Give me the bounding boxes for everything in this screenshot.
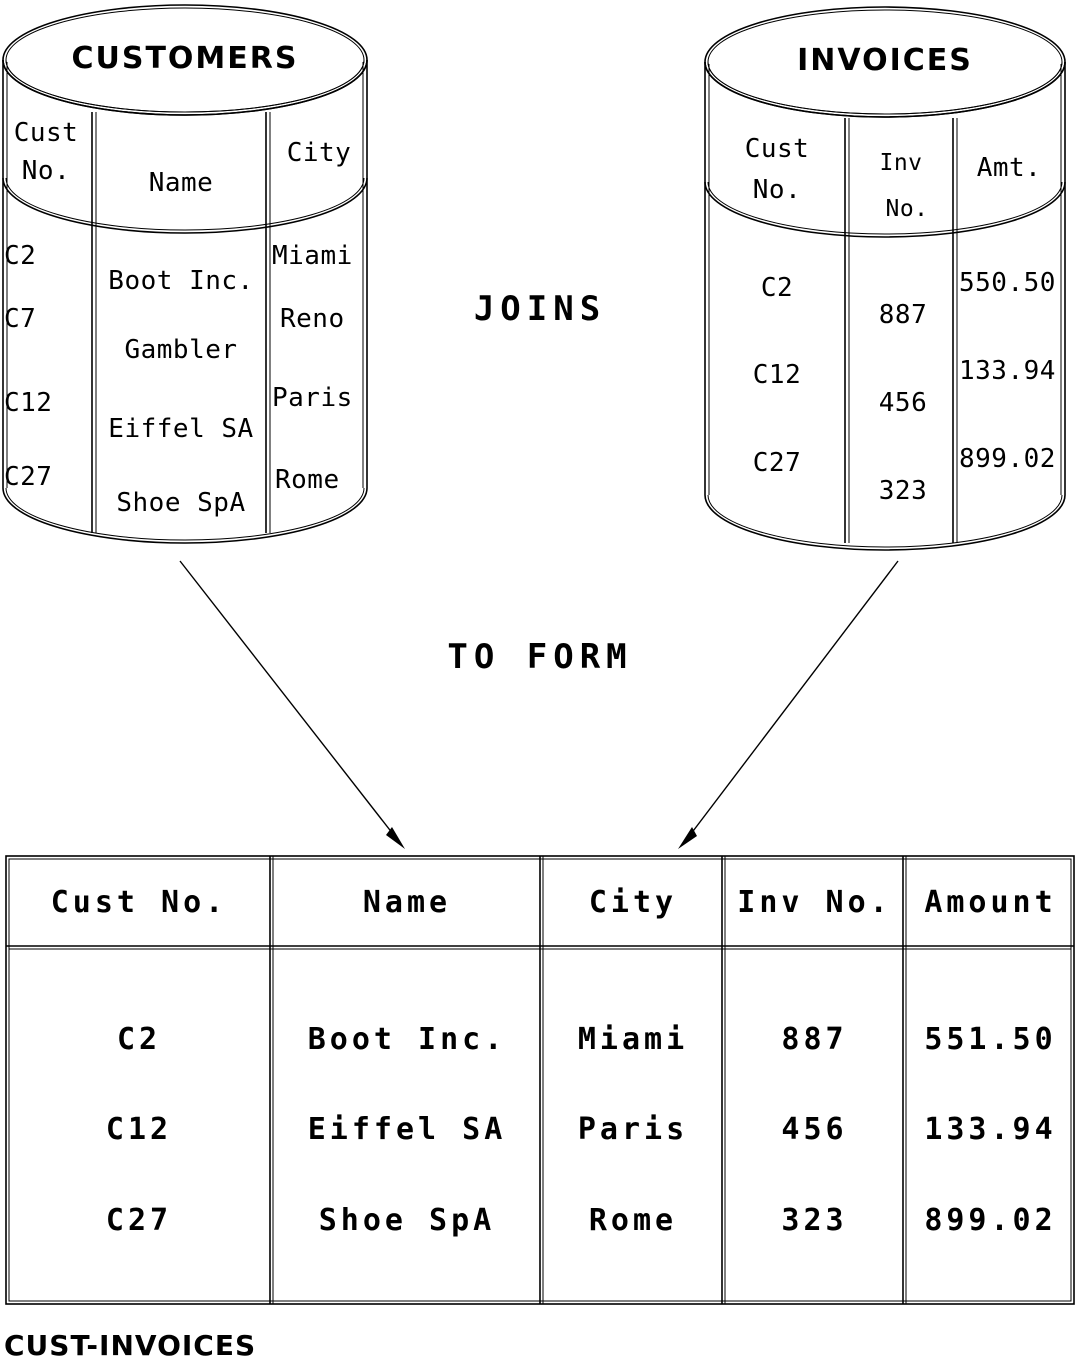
invoices-band-rim	[704, 181, 1066, 238]
customers-top-front-rim	[2, 59, 368, 116]
invoices-top-front-rim	[704, 61, 1066, 118]
customers-row-3-name: Shoe SpA	[116, 488, 246, 518]
customers-row-3-city: Rome	[275, 465, 340, 495]
arrow-right-shaft	[683, 560, 899, 844]
result-row-2-inv-no: 323	[781, 1203, 848, 1238]
customers-title: CUSTOMERS	[71, 41, 299, 76]
customers-row-0-city: Miami	[272, 241, 353, 271]
caption-joins: JOINS	[473, 289, 607, 329]
invoices-header-custno-line2: No.	[752, 175, 802, 205]
result-row-1-cust-no: C12	[105, 1112, 173, 1147]
arrow-left-head	[386, 827, 405, 849]
result-row-2-city: Rome	[588, 1203, 678, 1238]
customers-header-custno-line2: No.	[21, 156, 71, 186]
result-row-0-amount: 551.50	[924, 1022, 1057, 1057]
invoices-title: INVOICES	[797, 43, 973, 78]
caption-to-form: TO FORM	[447, 637, 633, 677]
customers-row-0-custno: C2	[4, 241, 37, 271]
invoices-row-0-invno: 887	[878, 300, 928, 330]
result-header-city: City	[588, 885, 678, 920]
invoices-header-amt: Amt.	[976, 153, 1042, 183]
customers-row-1-name: Gambler	[124, 335, 238, 365]
customers-row-3-custno: C27	[4, 462, 53, 492]
customers-bottom-arc	[2, 487, 368, 544]
invoices-row-0-amt: 550.50	[959, 268, 1056, 298]
arrow-customers-to-result	[179, 560, 405, 849]
customers-row-1-city: Reno	[280, 304, 345, 334]
result-row-0-inv-no: 887	[781, 1022, 848, 1057]
invoices-header-custno-line1: Cust	[744, 134, 810, 164]
invoices-row-1-amt: 133.94	[959, 356, 1056, 386]
result-row-1-inv-no: 456	[781, 1112, 848, 1147]
result-row-0-name: Boot Inc.	[307, 1022, 507, 1057]
result-header-cust-no: Cust No.	[50, 885, 228, 920]
result-row-1-name: Eiffel SA	[307, 1112, 507, 1147]
result-row-0-city: Miami	[577, 1022, 689, 1057]
customers-band-rim	[2, 177, 368, 234]
invoices-row-1-custno: C12	[752, 360, 802, 390]
customers-header-city: City	[286, 138, 352, 168]
customers-header-custno-line1: Cust	[13, 118, 79, 148]
invoices-row-0-custno: C2	[760, 273, 794, 303]
customers-row-1-custno: C7	[4, 304, 37, 334]
invoices-row-2-invno: 323	[878, 476, 928, 506]
customers-cylinder-shape	[2, 4, 368, 544]
result-row-2-cust-no: C27	[105, 1203, 173, 1238]
result-header-inv-no: Inv No.	[737, 885, 892, 920]
customers-row-0-name: Boot Inc.	[108, 266, 254, 296]
result-row-1-amount: 133.94	[924, 1112, 1057, 1147]
invoices-bottom-arc	[704, 494, 1066, 551]
invoices-header-invno-line2: No.	[885, 196, 929, 222]
result-row-2-amount: 899.02	[924, 1203, 1057, 1238]
result-table-grid	[5, 855, 1075, 1305]
result-header-amount: Amount	[924, 885, 1057, 920]
invoices-row-2-custno: C27	[752, 448, 802, 478]
arrow-left-shaft	[179, 560, 401, 844]
customers-row-2-city: Paris	[272, 383, 353, 413]
customers-header-name: Name	[148, 168, 214, 198]
arrow-invoices-to-result	[678, 560, 899, 849]
result-table-label: CUST-INVOICES	[4, 1329, 257, 1362]
invoices-header-invno-line1: Inv	[879, 150, 923, 176]
result-row-0-cust-no: C2	[116, 1022, 162, 1057]
invoices-row-2-amt: 899.02	[959, 444, 1056, 474]
result-row-2-name: Shoe SpA	[318, 1203, 496, 1238]
customers-row-2-custno: C12	[4, 388, 53, 418]
result-row-1-city: Paris	[577, 1112, 689, 1147]
invoices-row-1-invno: 456	[878, 388, 928, 418]
arrow-right-head	[678, 827, 697, 849]
customers-row-2-name: Eiffel SA	[108, 414, 254, 444]
result-header-name: Name	[362, 885, 452, 920]
invoices-cylinder-shape	[704, 6, 1066, 551]
